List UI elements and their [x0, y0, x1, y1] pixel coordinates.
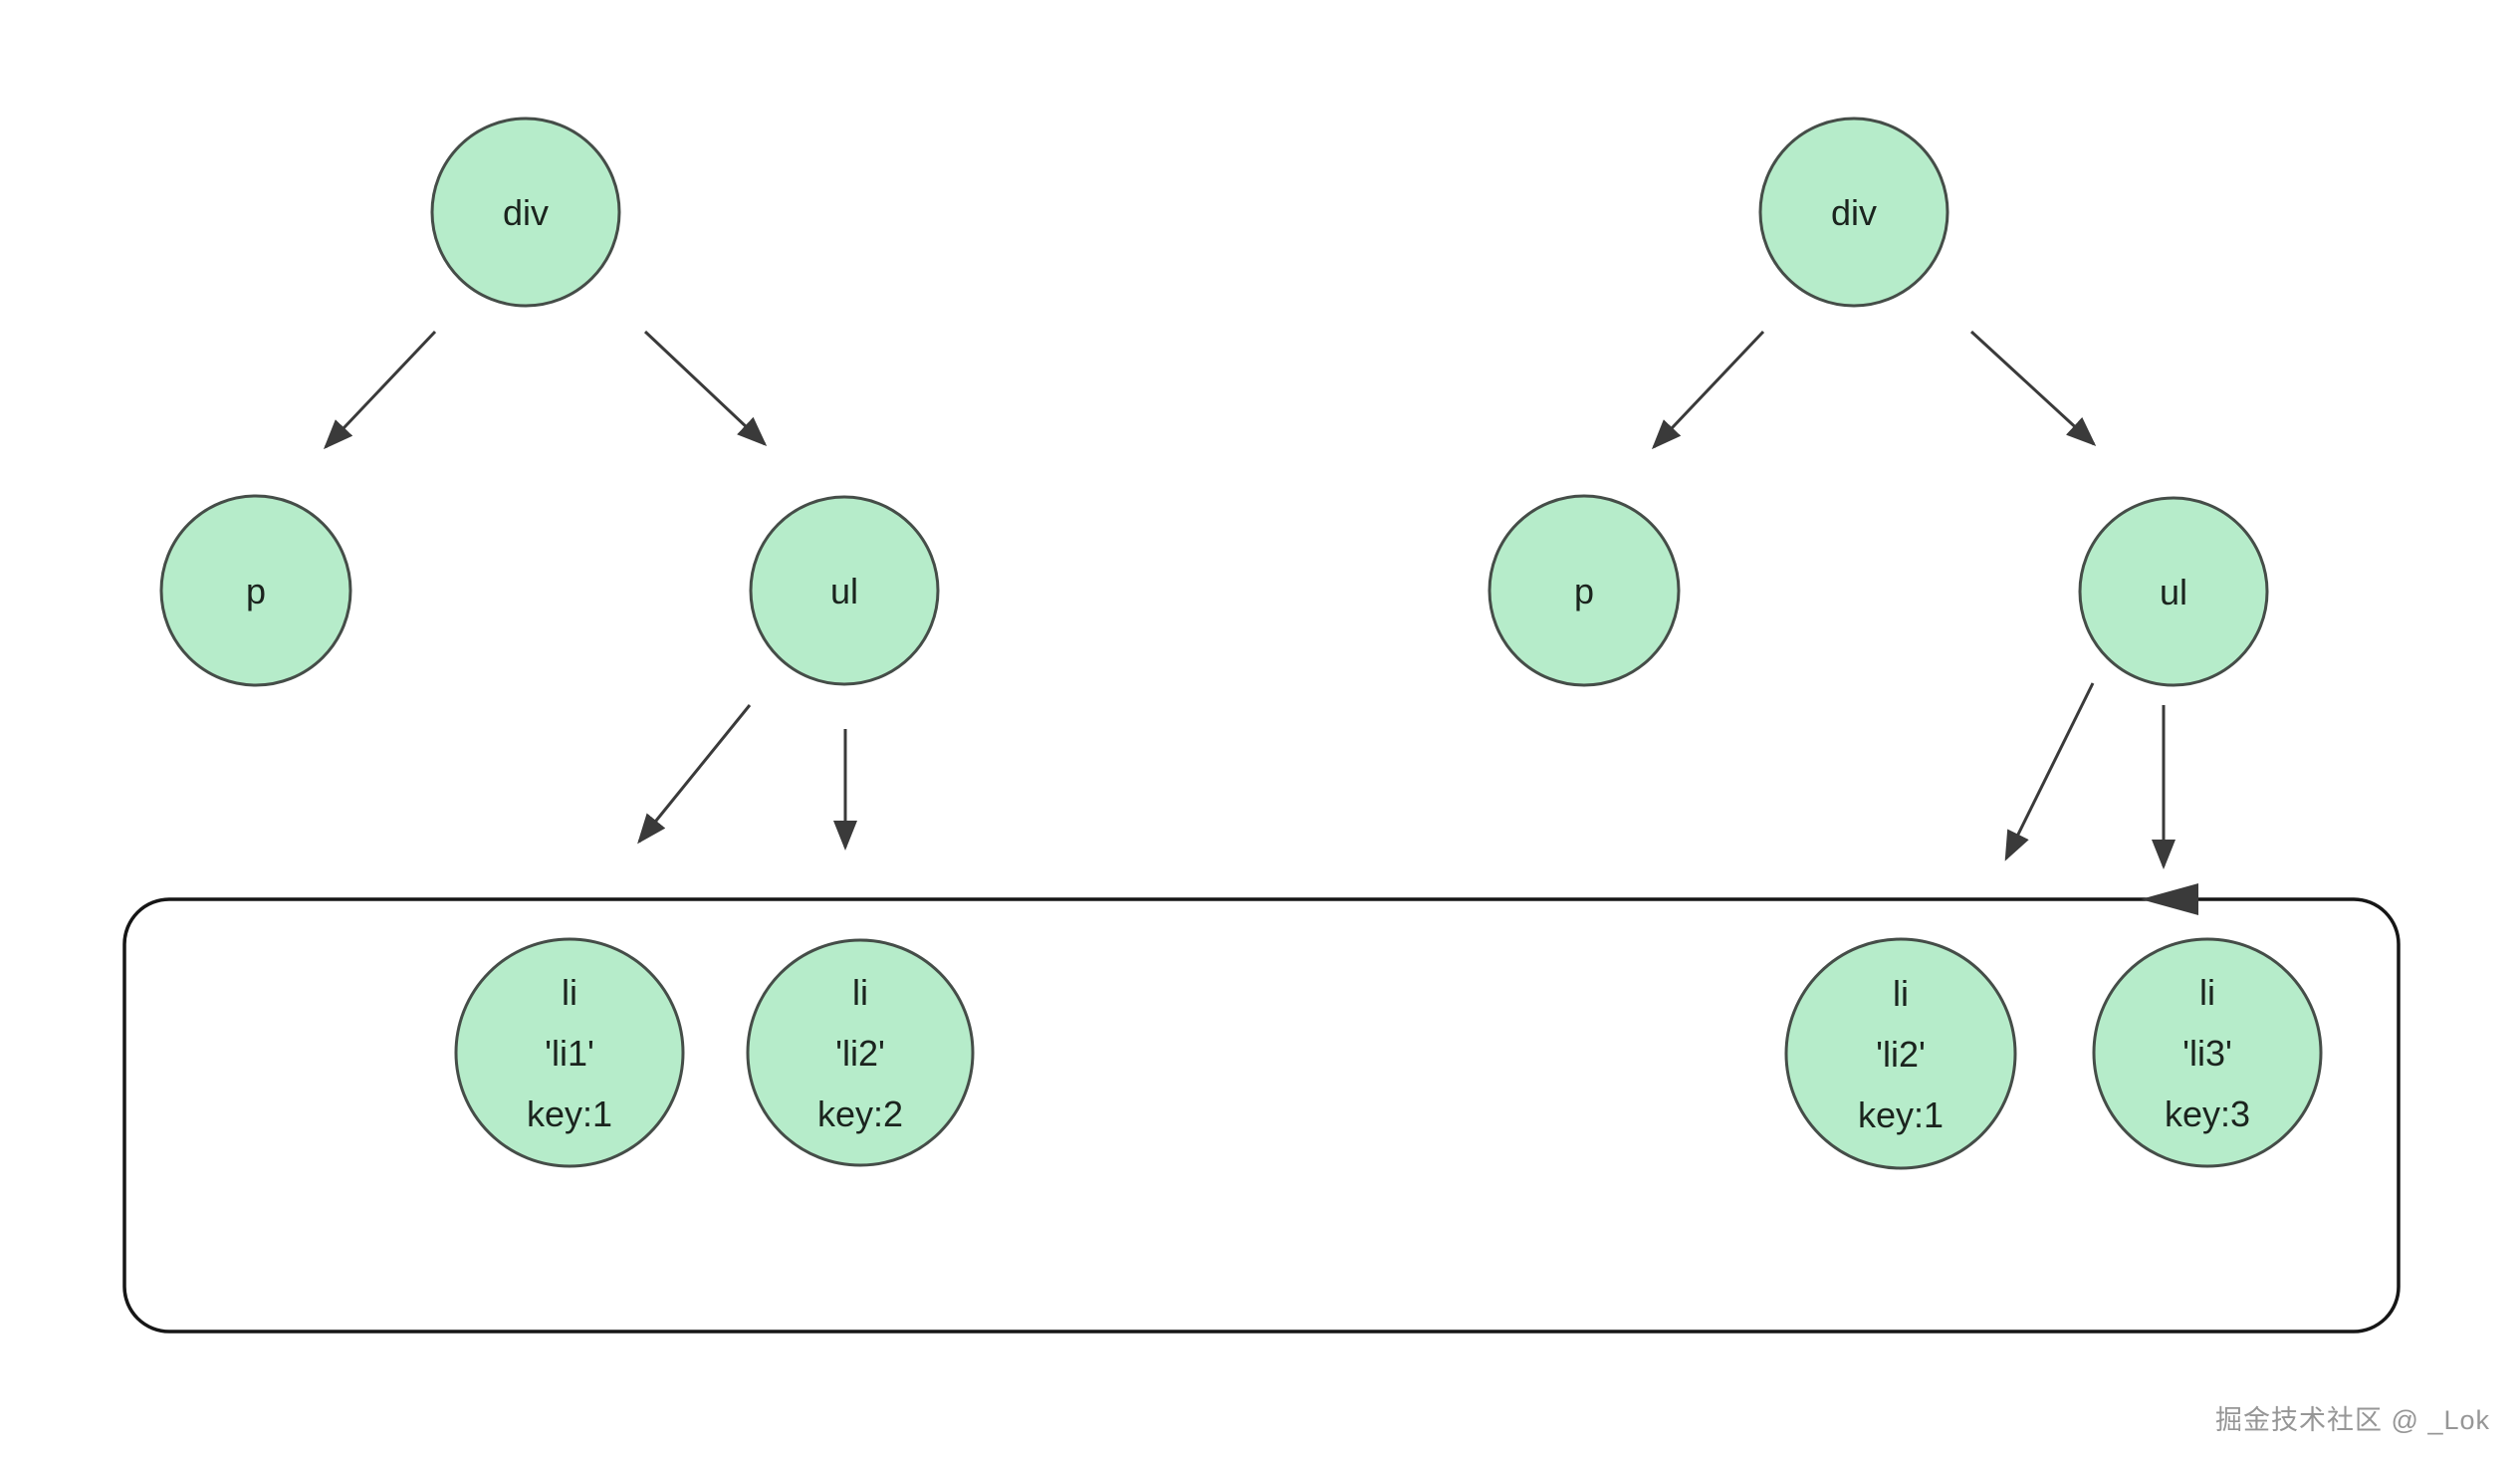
node-circle-old-li-1 [454, 937, 685, 1168]
node-circle-new-li-1 [1784, 937, 2017, 1170]
node-new-li-2: li 'li3' key:3 [2092, 937, 2323, 1168]
node-label-new-li-2-line1: 'li3' [2182, 1033, 2232, 1074]
node-label-old-ul-line0: ul [830, 571, 858, 611]
pool-container [122, 897, 2401, 1334]
watermark: 掘金技术社区 @ _Lok [2215, 1405, 2490, 1435]
tree-edge-old-div-to-p [323, 330, 437, 450]
node-label-old-li-2-line2: key:2 [817, 1093, 903, 1134]
node-label-old-li-2-line1: 'li2' [835, 1033, 885, 1074]
node-old-li-1: li 'li1' key:1 [454, 937, 685, 1168]
node-circle-old-div [430, 117, 621, 308]
node-circle-new-p [1488, 494, 1681, 687]
node-label-old-p-line0: p [246, 571, 266, 611]
pool-edge-left-arrowhead [2141, 883, 2198, 915]
tree-edge-new-div-to-p [1651, 330, 1765, 450]
node-circle-new-ul [2078, 496, 2269, 687]
tree-edge-old-ul-to-li1 [637, 704, 752, 845]
node-old-ul: ul [749, 495, 940, 686]
node-old-p: p [159, 494, 352, 687]
node-circle-old-li-2 [746, 938, 975, 1167]
node-circle-old-p [159, 494, 352, 687]
node-label-old-li-1-line1: 'li1' [545, 1033, 594, 1074]
node-label-old-li-1-line0: li [562, 972, 577, 1013]
node-label-new-ul-line0: ul [2160, 572, 2187, 612]
node-label-old-li-2-line0: li [852, 972, 868, 1013]
node-circle-new-div [1758, 117, 1949, 308]
node-label-new-li-2-line0: li [2199, 972, 2215, 1013]
node-old-div: div [430, 117, 621, 308]
node-new-li-1: li 'li2' key:1 [1784, 937, 2017, 1170]
node-label-new-div-line0: div [1831, 192, 1877, 233]
node-label-new-li-1-line0: li [1893, 973, 1909, 1014]
node-label-old-li-1-line2: key:1 [527, 1093, 612, 1134]
node-label-new-li-2-line2: key:3 [2165, 1093, 2250, 1134]
node-new-div: div [1758, 117, 1949, 308]
node-circle-old-ul [749, 495, 940, 686]
node-label-old-div-line0: div [503, 192, 549, 233]
tree-edge-new-ul-to-li1 [2004, 682, 2095, 861]
node-old-li-2: li 'li2' key:2 [746, 938, 975, 1167]
node-new-ul: ul [2078, 496, 2269, 687]
node-circle-new-li-2 [2092, 937, 2323, 1168]
node-new-p: p [1488, 494, 1681, 687]
tree-edge-old-div-to-ul [643, 330, 768, 447]
node-label-new-li-1-line2: key:1 [1858, 1094, 1944, 1135]
node-label-new-p-line0: p [1574, 571, 1594, 611]
tree-edge-new-div-to-ul [1969, 330, 2097, 447]
node-label-new-li-1-line1: 'li2' [1876, 1034, 1926, 1075]
